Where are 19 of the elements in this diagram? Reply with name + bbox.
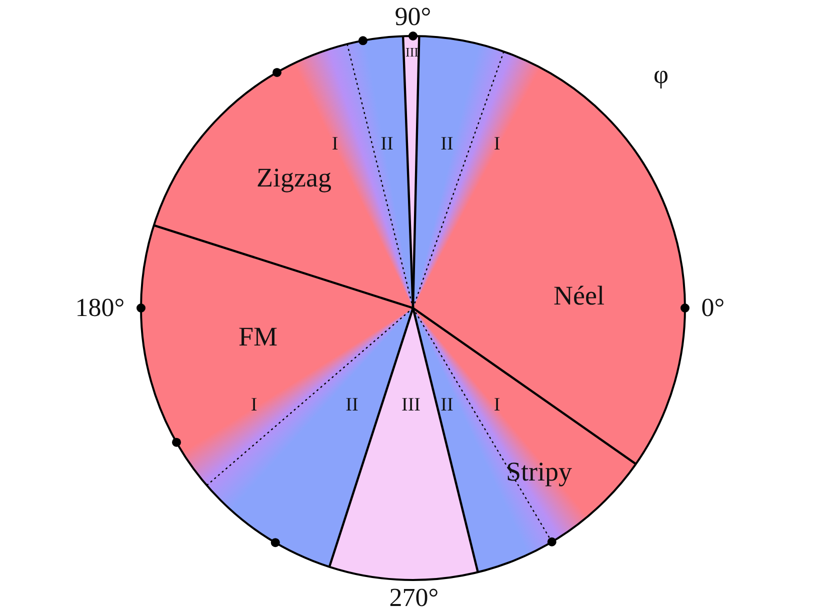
region-numeral: I bbox=[494, 134, 500, 154]
region-numeral: II bbox=[440, 134, 454, 154]
phase-label: Néel bbox=[554, 282, 604, 310]
phase-label: Zigzag bbox=[256, 164, 332, 192]
region-numeral: III bbox=[402, 396, 420, 414]
angle-label: 180° bbox=[75, 295, 125, 321]
angle-label: 0° bbox=[701, 295, 725, 321]
phase-label: Stripy bbox=[506, 458, 572, 486]
region-numeral: II bbox=[380, 134, 394, 154]
angle-label: 270° bbox=[389, 585, 439, 611]
region-numeral: I bbox=[250, 396, 258, 414]
angle-label: 90° bbox=[394, 4, 432, 30]
region-numeral: I bbox=[332, 134, 338, 154]
region-numeral: III bbox=[406, 46, 418, 58]
phase-label: FM bbox=[238, 324, 278, 350]
region-numeral: II bbox=[346, 396, 358, 414]
angle-symbol: φ bbox=[654, 62, 668, 88]
region-numeral: I bbox=[494, 396, 500, 414]
region-numeral: II bbox=[440, 396, 454, 414]
